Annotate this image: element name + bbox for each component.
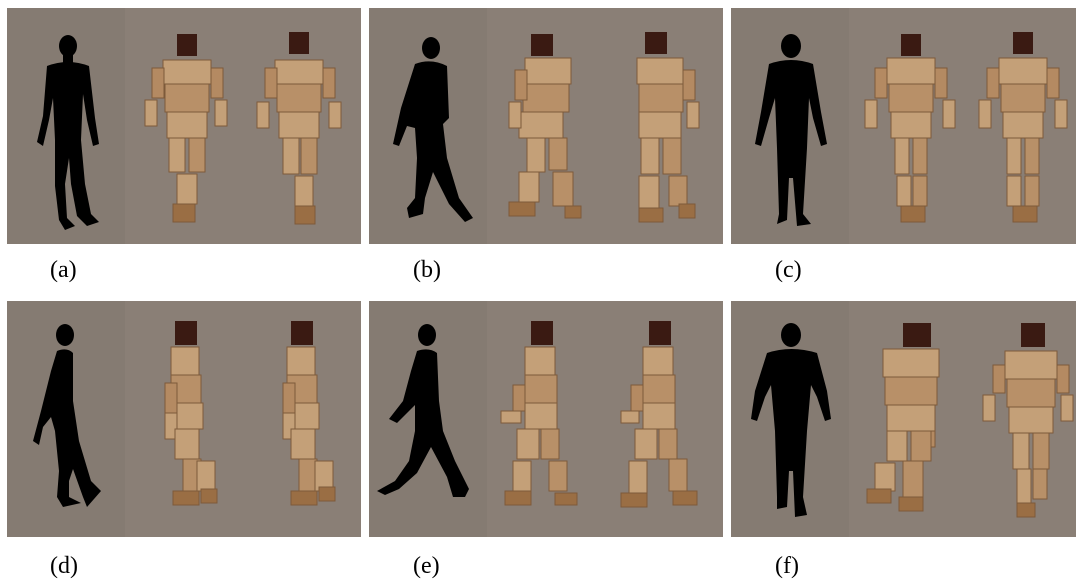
panel-e-drawing bbox=[377, 321, 698, 508]
panel-f-drawing bbox=[751, 323, 1074, 518]
caption-d: (d) bbox=[50, 553, 78, 579]
caption-a: (a) bbox=[50, 257, 77, 283]
panel-d bbox=[7, 301, 361, 537]
human-silhouette bbox=[755, 34, 827, 226]
block-model-back bbox=[256, 32, 342, 225]
panel-f bbox=[731, 301, 1076, 537]
caption-f: (f) bbox=[775, 553, 799, 579]
panel-a-drawing bbox=[37, 32, 342, 230]
panel-c-drawing bbox=[755, 32, 1068, 226]
panel-b-drawing bbox=[393, 32, 700, 223]
caption-c: (c) bbox=[775, 257, 802, 283]
block-model-back bbox=[636, 32, 700, 223]
human-silhouette bbox=[37, 35, 99, 230]
panel-b bbox=[369, 8, 723, 244]
caption-b: (b) bbox=[413, 257, 441, 283]
panel-c bbox=[731, 8, 1076, 244]
panel-d-drawing bbox=[33, 321, 336, 507]
block-model-back bbox=[978, 32, 1068, 223]
panel-e bbox=[369, 301, 723, 537]
caption-e: (e) bbox=[413, 553, 440, 579]
block-model-back bbox=[282, 321, 336, 506]
block-model-front bbox=[864, 34, 956, 223]
block-model-back bbox=[982, 323, 1074, 518]
human-silhouette bbox=[377, 324, 469, 497]
human-silhouette bbox=[393, 37, 473, 222]
block-model-front bbox=[500, 321, 578, 506]
block-model-front bbox=[144, 34, 228, 223]
human-silhouette bbox=[33, 324, 101, 507]
block-model-front bbox=[866, 323, 940, 512]
block-model-back bbox=[620, 321, 698, 508]
block-model-front bbox=[508, 34, 582, 219]
block-model-front bbox=[164, 321, 218, 506]
panel-a bbox=[7, 8, 361, 244]
human-silhouette bbox=[751, 323, 831, 517]
